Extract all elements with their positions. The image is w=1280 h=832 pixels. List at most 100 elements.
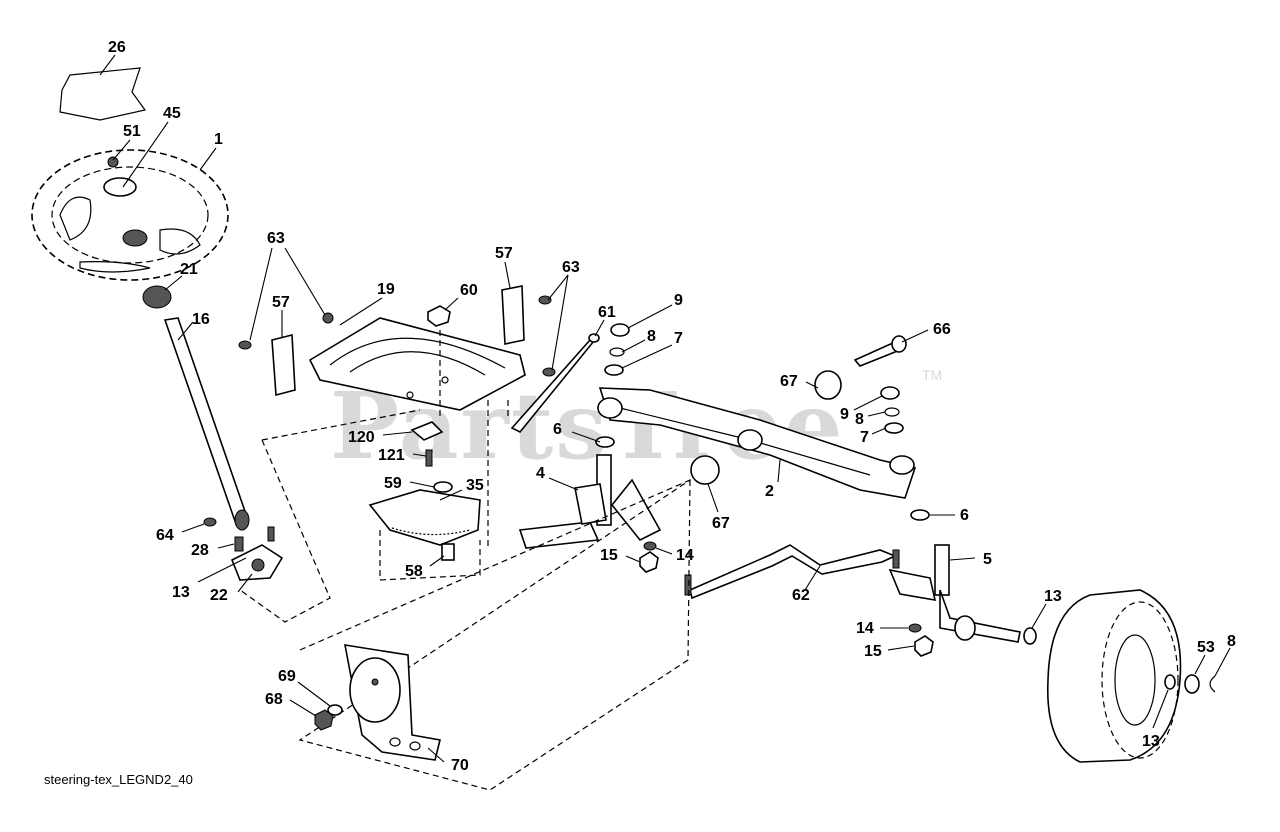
callout-labels: 26 45 51 1 21 16 63 57 19 60 57 63 61 9 … (108, 39, 1236, 774)
callout-1: 1 (214, 131, 223, 148)
bracket-57-right (501, 285, 525, 345)
callout-63-left: 63 (267, 230, 285, 247)
clip-8-part (609, 347, 625, 357)
callout-68: 68 (265, 691, 283, 708)
nut-51-part (107, 156, 119, 168)
spacer-67-top (814, 370, 842, 400)
spindle-5-part (934, 544, 950, 596)
callout-15-right: 15 (864, 643, 882, 660)
shaft-gear (234, 509, 250, 531)
callout-13-wheel-bottom: 13 (1142, 733, 1160, 750)
mounting-plate-group (238, 285, 556, 493)
nut-14-left (643, 541, 657, 551)
clip-8-wheel (1209, 675, 1216, 693)
washer-6-right (910, 509, 930, 521)
front-wheel-group (1023, 589, 1216, 763)
tie-rod-62-part (689, 544, 898, 600)
adapter-21-part (142, 285, 172, 309)
hub-spline (122, 229, 148, 247)
cap-9-part (610, 323, 630, 337)
bolt-63-left (238, 340, 252, 350)
nut-60-part (427, 305, 451, 327)
leader-lines (99, 54, 1231, 763)
callout-13-wheel-top: 13 (1044, 588, 1062, 605)
callout-21: 21 (180, 261, 198, 278)
callout-6-left: 6 (553, 421, 562, 438)
nut-15-right (914, 635, 934, 657)
plate-19-part (308, 317, 526, 411)
clip-8-right (884, 407, 900, 417)
callout-7-left: 7 (674, 330, 683, 347)
callout-9-left: 9 (674, 292, 683, 309)
bottom-plate-group (314, 644, 441, 761)
bolt-58-part (441, 543, 455, 561)
steering-shaft-part (163, 317, 250, 526)
callout-120: 120 (348, 429, 375, 446)
callout-35: 35 (466, 477, 484, 494)
sector-gear-35-part (368, 489, 481, 546)
cap-9-right (880, 386, 900, 400)
callout-6-right: 6 (960, 507, 969, 524)
callout-7-right: 7 (860, 429, 869, 446)
callout-14-left: 14 (676, 547, 694, 564)
callout-63-right: 63 (562, 259, 580, 276)
callout-13-left: 13 (172, 584, 190, 601)
washer-7-part (604, 364, 624, 376)
wheel-hub (103, 177, 137, 197)
washer-69-part (327, 704, 343, 716)
reference-lines-center (379, 330, 509, 581)
callout-57-left: 57 (272, 294, 290, 311)
steering-cap-part (59, 67, 147, 121)
callout-57-right: 57 (495, 245, 513, 262)
callout-28: 28 (191, 542, 209, 559)
steering-wheel-inner (51, 166, 209, 264)
bolt-28-part (234, 536, 244, 552)
callout-16: 16 (192, 311, 210, 328)
nut-14-right (908, 623, 922, 633)
bolt-121-part (425, 449, 433, 467)
callout-67-top: 67 (780, 373, 798, 390)
spacer-67-bottom (690, 455, 720, 485)
callout-45: 45 (163, 105, 181, 122)
callout-69: 69 (278, 668, 296, 685)
bolt-63-right (538, 295, 552, 305)
callout-70: 70 (451, 757, 469, 774)
spindle-4-group (518, 436, 662, 573)
tire-part (1046, 589, 1182, 763)
bracket-57-left (271, 333, 296, 397)
front-axle-group (597, 335, 930, 521)
callout-8-right: 8 (855, 411, 864, 428)
washer-13-inner (1164, 674, 1176, 690)
callout-8-wheel: 8 (1227, 633, 1236, 650)
spindle-5-group (888, 544, 1021, 657)
sector-gear-group (368, 489, 481, 561)
nut-68-part (314, 709, 334, 731)
callout-60: 60 (460, 282, 478, 299)
bolt-63-top (322, 312, 334, 324)
callout-51: 51 (123, 123, 141, 140)
callout-59: 59 (384, 475, 402, 492)
callout-53: 53 (1197, 639, 1215, 656)
nut-15-left (639, 551, 659, 573)
trademark-mark: TM (922, 367, 942, 383)
callout-66: 66 (933, 321, 951, 338)
callout-64: 64 (156, 527, 174, 544)
steering-wheel-part (31, 149, 229, 281)
callout-62: 62 (792, 587, 810, 604)
callout-2: 2 (765, 483, 774, 500)
washer-7-right (884, 422, 904, 434)
callout-121: 121 (378, 447, 405, 464)
bracket-120-part (410, 421, 444, 441)
callout-67-bottom: 67 (712, 515, 730, 532)
reference-lines-bottom (298, 478, 691, 791)
washer-6-left (595, 436, 615, 448)
callout-5: 5 (983, 551, 992, 568)
washer-53-part (1184, 674, 1200, 694)
callout-19: 19 (377, 281, 395, 298)
washer-13-right (1023, 627, 1037, 645)
reference-box-left (239, 409, 421, 623)
screw-64-part (203, 517, 217, 527)
callout-15-left: 15 (600, 547, 618, 564)
callout-8-left: 8 (647, 328, 656, 345)
